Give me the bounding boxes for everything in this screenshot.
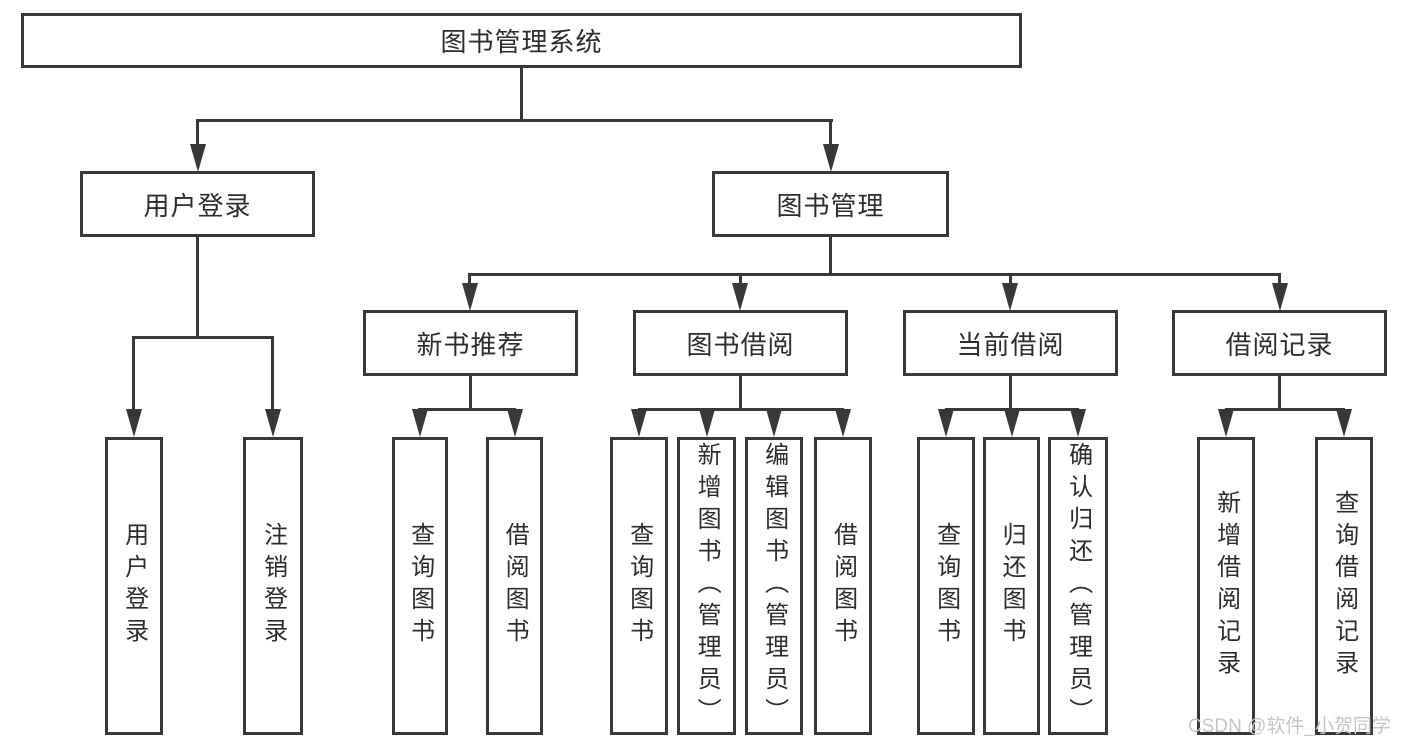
leaf-add-books-admin: 新增图书（管理员） <box>677 437 736 735</box>
connector-line <box>1278 273 1281 287</box>
leaf-add-books-admin-label: 新增图书（管理员） <box>693 442 721 730</box>
arrowhead-down-icon <box>1218 409 1234 437</box>
arrowhead-down-icon <box>938 409 954 437</box>
arrowhead-down-icon <box>462 283 478 311</box>
connector-line <box>520 68 523 119</box>
leaf-confirm-return-admin-label: 确认归还（管理员） <box>1064 442 1092 730</box>
connector-line <box>196 119 199 149</box>
connector-line <box>468 273 471 287</box>
leaf-logout: 注销登录 <box>243 437 303 735</box>
connector-line <box>829 237 832 273</box>
node-book-management-label: 图书管理 <box>776 190 885 221</box>
leaf-query-borrow-record-label: 查询借阅记录 <box>1330 490 1358 682</box>
arrowhead-down-icon <box>412 409 428 437</box>
connector-line <box>271 336 274 412</box>
connector-line <box>132 336 274 339</box>
node-book-borrow-label: 图书借阅 <box>686 329 795 360</box>
connector-line <box>468 273 1281 276</box>
arrowhead-down-icon <box>835 409 851 437</box>
connector-line <box>1009 273 1012 287</box>
arrowhead-down-icon <box>507 409 523 437</box>
arrowhead-down-icon <box>190 144 206 172</box>
leaf-query-books-3-label: 查询图书 <box>932 522 960 650</box>
arrowhead-down-icon <box>699 409 715 437</box>
arrowhead-down-icon <box>1336 409 1352 437</box>
node-current-borrow-label: 当前借阅 <box>956 329 1065 360</box>
node-book-borrow: 图书借阅 <box>633 310 848 376</box>
node-root-label: 图书管理系统 <box>440 27 603 57</box>
node-user-login-label: 用户登录 <box>143 190 252 221</box>
leaf-confirm-return-admin: 确认归还（管理员） <box>1048 437 1108 735</box>
arrowhead-down-icon <box>265 409 281 437</box>
leaf-add-borrow-record-label: 新增借阅记录 <box>1212 490 1240 682</box>
leaf-borrow-books-2: 借阅图书 <box>814 437 872 735</box>
leaf-return-books-label: 归还图书 <box>998 522 1026 650</box>
leaf-logout-label: 注销登录 <box>259 522 287 650</box>
leaf-query-books-2-label: 查询图书 <box>625 522 653 650</box>
connector-line <box>469 376 472 408</box>
leaf-borrow-books-2-label: 借阅图书 <box>829 522 857 650</box>
arrowhead-down-icon <box>823 144 839 172</box>
leaf-query-books-3: 查询图书 <box>917 437 975 735</box>
connector-line <box>418 408 516 411</box>
connector-line <box>638 408 844 411</box>
leaf-query-books-1-label: 查询图书 <box>406 522 434 650</box>
node-user-login: 用户登录 <box>80 171 315 237</box>
arrowhead-down-icon <box>1070 409 1086 437</box>
connector-line <box>739 273 742 287</box>
leaf-user-login-label: 用户登录 <box>120 522 148 650</box>
leaf-edit-books-admin-label: 编辑图书（管理员） <box>760 442 788 730</box>
csdn-watermark: CSDN @软件_小贺同学 <box>1188 716 1391 737</box>
leaf-query-borrow-record: 查询借阅记录 <box>1315 437 1373 735</box>
node-borrow-records-label: 借阅记录 <box>1225 329 1334 360</box>
arrowhead-down-icon <box>1002 283 1018 311</box>
arrowhead-down-icon <box>126 409 142 437</box>
node-root: 图书管理系统 <box>21 13 1022 68</box>
leaf-borrow-books-1: 借阅图书 <box>486 437 543 735</box>
connector-line <box>1225 408 1345 411</box>
node-borrow-records: 借阅记录 <box>1172 310 1387 376</box>
leaf-borrow-books-1-label: 借阅图书 <box>501 522 529 650</box>
leaf-add-borrow-record: 新增借阅记录 <box>1197 437 1255 735</box>
leaf-user-login: 用户登录 <box>105 437 163 735</box>
leaf-return-books: 归还图书 <box>983 437 1040 735</box>
connector-line <box>739 376 742 408</box>
arrowhead-down-icon <box>732 283 748 311</box>
connector-line <box>1009 376 1012 408</box>
leaf-query-books-2: 查询图书 <box>610 437 668 735</box>
arrowhead-down-icon <box>631 409 647 437</box>
connector-line <box>196 119 833 122</box>
connector-line <box>196 237 199 336</box>
node-new-book-recommend: 新书推荐 <box>363 310 578 376</box>
connector-line <box>1278 376 1281 408</box>
leaf-query-books-1: 查询图书 <box>392 437 448 735</box>
arrowhead-down-icon <box>1272 283 1288 311</box>
node-new-book-recommend-label: 新书推荐 <box>416 329 525 360</box>
arrowhead-down-icon <box>1004 409 1020 437</box>
leaf-edit-books-admin: 编辑图书（管理员） <box>745 437 803 735</box>
connector-line <box>829 119 832 149</box>
arrowhead-down-icon <box>766 409 782 437</box>
connector-line <box>132 336 135 412</box>
node-current-borrow: 当前借阅 <box>903 310 1118 376</box>
node-book-management: 图书管理 <box>712 171 949 237</box>
